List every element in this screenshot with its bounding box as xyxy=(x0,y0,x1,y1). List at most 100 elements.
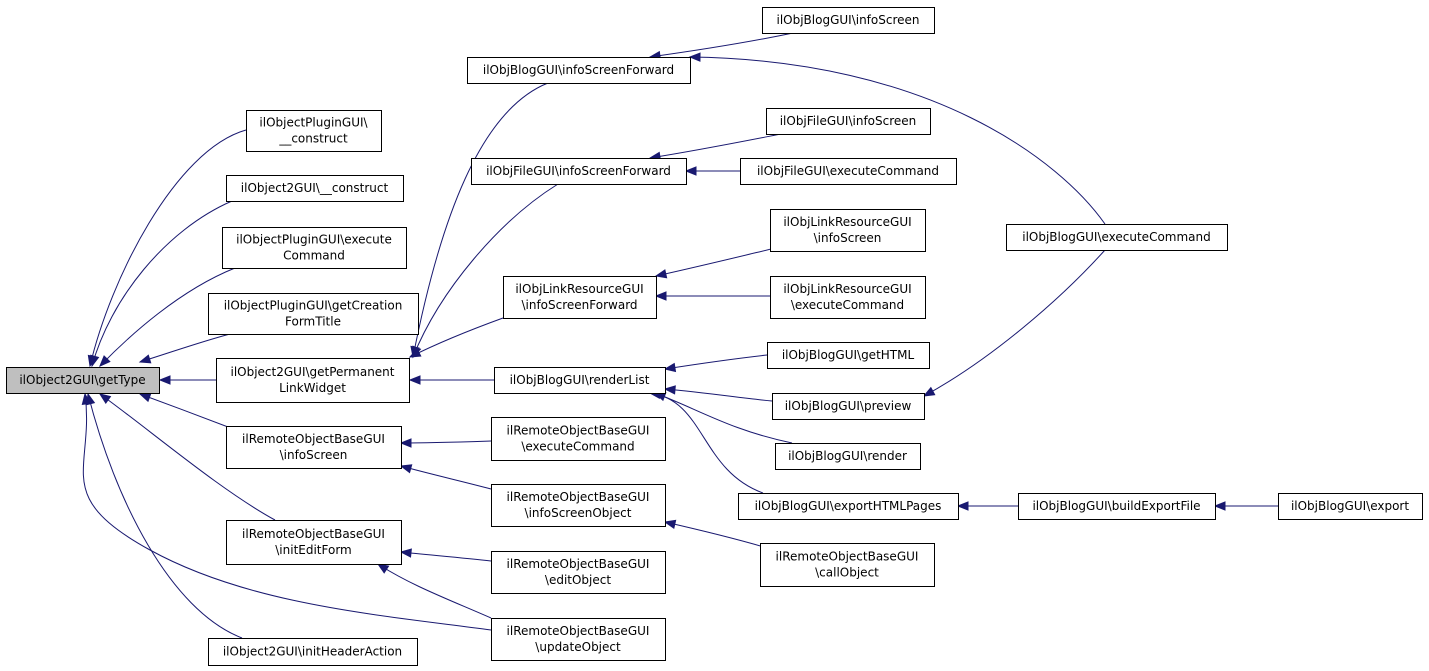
node-getHTML[interactable]: ilObjBlogGUI\getHTML xyxy=(767,342,930,369)
node-label: ilObject2GUI\getType xyxy=(19,373,145,387)
node-linkIS[interactable]: ilObjLinkResourceGUI\infoScreen xyxy=(770,209,926,252)
edge-line xyxy=(82,393,492,631)
edge-arrowhead xyxy=(654,269,668,279)
edge-blogIS-to-blogISF xyxy=(648,32,794,61)
node-pluginConstruct[interactable]: ilObjectPluginGUI\__construct xyxy=(246,110,382,152)
node-box xyxy=(494,367,666,394)
edge-arrowhead xyxy=(922,386,936,397)
edge-line xyxy=(412,183,559,358)
node-box xyxy=(766,108,931,135)
node-getType[interactable]: ilObject2GUI\getType xyxy=(6,367,160,394)
edge-arrowhead xyxy=(408,375,421,385)
edge-renderList-to-permLink xyxy=(408,375,495,385)
edge-line xyxy=(89,129,247,367)
node-label: ilObjBlogGUI\export xyxy=(1291,499,1409,513)
node-exportHTML[interactable]: ilObjBlogGUI\exportHTMLPages xyxy=(738,493,959,520)
edge-line xyxy=(412,82,549,358)
node-blogISF[interactable]: ilObjBlogGUI\infoScreenForward xyxy=(467,57,691,84)
edge-linkExec-to-linkISF xyxy=(654,291,770,301)
node-label: ilObjFileGUI\infoScreen xyxy=(780,114,917,128)
node-label: ilRemoteObjectBaseGUI xyxy=(242,527,385,541)
edge-arrowhead xyxy=(956,501,969,511)
node-label: ilObjFileGUI\executeCommand xyxy=(757,164,939,178)
node-box xyxy=(1018,493,1216,520)
node-box xyxy=(503,276,657,319)
node-box xyxy=(770,276,926,319)
edge-line xyxy=(139,333,231,363)
edge-arrowhead xyxy=(684,166,697,176)
edge-pluginFormTitle-to-getType xyxy=(138,333,231,364)
node-buildExport[interactable]: ilObjBlogGUI\buildExportFile xyxy=(1018,493,1216,520)
node-label: ilObject2GUI\getPermanent xyxy=(230,365,394,379)
node-linkISF[interactable]: ilObjLinkResourceGUI\infoScreenForward xyxy=(503,276,657,319)
edge-arrowhead xyxy=(663,385,676,395)
node-label: ilObjBlogGUI\render xyxy=(788,449,907,463)
edge-linkISF-to-permLink xyxy=(408,317,504,358)
edge-arrowhead xyxy=(158,375,171,385)
edge-arrowhead xyxy=(98,393,112,404)
node-remoteExec[interactable]: ilRemoteObjectBaseGUI\executeCommand xyxy=(491,417,666,461)
node-label: \executeCommand xyxy=(791,298,904,312)
node-linkExec[interactable]: ilObjLinkResourceGUI \executeCommand xyxy=(770,276,926,319)
node-label: ilObjLinkResourceGUI xyxy=(515,282,643,296)
node-renderList[interactable]: ilObjBlogGUI\renderList xyxy=(494,367,666,394)
node-box xyxy=(226,175,404,202)
edge-line xyxy=(689,56,1106,225)
node-preview[interactable]: ilObjBlogGUI\preview xyxy=(772,393,925,420)
node-label: ilObjBlogGUI\getHTML xyxy=(782,348,915,362)
node-label: \updateObject xyxy=(535,640,621,654)
node-label: ilRemoteObjectBaseGUI xyxy=(242,432,385,446)
node-label: Command xyxy=(283,249,345,263)
node-label: FormTitle xyxy=(285,315,341,329)
edge-linkIS-to-linkISF xyxy=(654,244,789,279)
node-label: ilObjBlogGUI\executeCommand xyxy=(1022,230,1211,244)
edge-remoteExec-to-remoteInfoScreen xyxy=(399,438,492,448)
node-remoteCall[interactable]: ilRemoteObjectBaseGUI\callObject xyxy=(760,543,935,587)
node-box xyxy=(467,57,691,84)
node-initHeader[interactable]: ilObject2GUI\initHeaderAction xyxy=(208,638,418,666)
node-remoteInfoScreen[interactable]: ilRemoteObjectBaseGUI \infoScreen xyxy=(226,426,402,469)
node-label: \executeCommand xyxy=(521,440,634,454)
node-box xyxy=(226,426,402,469)
node-box xyxy=(246,110,382,152)
node-remoteISO[interactable]: ilRemoteObjectBaseGUI\infoScreenObject xyxy=(491,484,666,527)
edge-exportHTML-to-renderList xyxy=(648,389,764,494)
node-label: ilObjFileGUI\infoScreenForward xyxy=(486,164,671,178)
node-box xyxy=(1006,224,1228,251)
node-blogIS[interactable]: ilObjBlogGUI\infoScreen xyxy=(762,7,935,34)
edge-line xyxy=(649,133,782,159)
node-pluginExecute[interactable]: ilObjectPluginGUI\executeCommand xyxy=(222,227,407,269)
node-label: \infoScreenObject xyxy=(525,506,632,520)
node-label: ilRemoteObjectBaseGUI xyxy=(507,557,650,571)
node-remoteEdit[interactable]: ilRemoteObjectBaseGUI\editObject xyxy=(491,551,666,594)
edge-o2Construct-to-getType xyxy=(90,200,233,368)
node-blogExec[interactable]: ilObjBlogGUI\executeCommand xyxy=(1006,224,1228,251)
node-fileISF[interactable]: ilObjFileGUI\infoScreenForward xyxy=(471,158,687,185)
node-remoteInitEdit[interactable]: ilRemoteObjectBaseGUI\initEditForm xyxy=(226,520,402,565)
node-fileIS[interactable]: ilObjFileGUI\infoScreen xyxy=(766,108,931,135)
edge-arrowhead xyxy=(99,355,111,367)
node-render[interactable]: ilObjBlogGUI\render xyxy=(775,443,921,470)
edge-initHeader-to-getType xyxy=(85,392,243,639)
node-blogExport[interactable]: ilObjBlogGUI\export xyxy=(1278,493,1423,520)
node-box xyxy=(738,493,959,520)
edge-line xyxy=(87,393,243,639)
edge-arrowhead xyxy=(376,563,390,574)
node-remoteUpdate[interactable]: ilRemoteObjectBaseGUI\updateObject xyxy=(491,618,666,661)
root-node-box xyxy=(6,367,160,394)
node-fileExec[interactable]: ilObjFileGUI\executeCommand xyxy=(740,158,957,185)
node-label: ilObjLinkResourceGUI xyxy=(783,282,911,296)
edge-line xyxy=(91,200,233,367)
edge-buildExport-to-exportHTML xyxy=(956,501,1018,511)
edge-arrowhead xyxy=(654,291,667,301)
node-o2Construct[interactable]: ilObject2GUI\__construct xyxy=(226,175,404,202)
edge-arrowhead xyxy=(399,464,413,474)
edge-blogExec-to-preview xyxy=(922,249,1106,397)
node-label: \infoScreen xyxy=(280,448,348,462)
node-box xyxy=(491,484,666,527)
edge-line xyxy=(99,393,276,521)
edge-fileExec-to-fileISF xyxy=(684,166,741,176)
edge-line xyxy=(409,317,504,358)
